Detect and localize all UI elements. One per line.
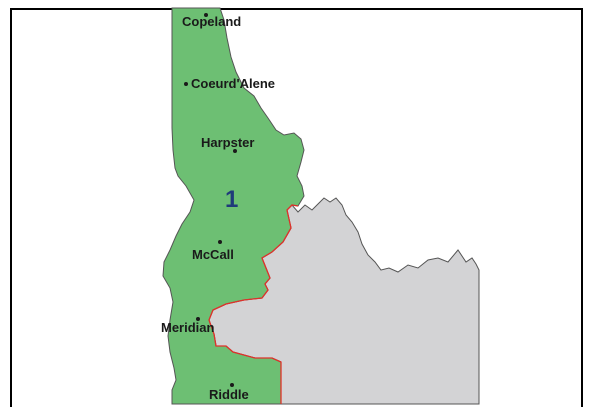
city-marker-copeland: Copeland <box>182 13 241 29</box>
district-number-label: 1 <box>225 186 238 213</box>
city-marker-mccall: McCall <box>192 240 234 262</box>
city-label-meridian: Meridian <box>161 320 215 335</box>
city-label-copeland: Copeland <box>182 14 241 29</box>
city-dot-icon <box>233 149 237 153</box>
city-marker-riddle: Riddle <box>209 383 249 402</box>
city-dot-icon <box>184 82 188 86</box>
city-dot-icon <box>196 317 200 321</box>
city-dot-icon <box>230 383 234 387</box>
city-marker-meridian: Meridian <box>161 317 215 335</box>
city-dot-icon <box>204 13 208 17</box>
city-label-riddle: Riddle <box>209 387 249 402</box>
city-dot-icon <box>218 240 222 244</box>
city-marker-coeurdalene: Coeurd'Alene <box>184 76 275 91</box>
city-label-mccall: McCall <box>192 247 234 262</box>
city-marker-harpster: Harpster <box>201 135 254 153</box>
district-boundary-line <box>208 204 299 404</box>
city-label-harpster: Harpster <box>201 135 254 150</box>
city-label-coeurdalene: Coeurd'Alene <box>191 76 275 91</box>
